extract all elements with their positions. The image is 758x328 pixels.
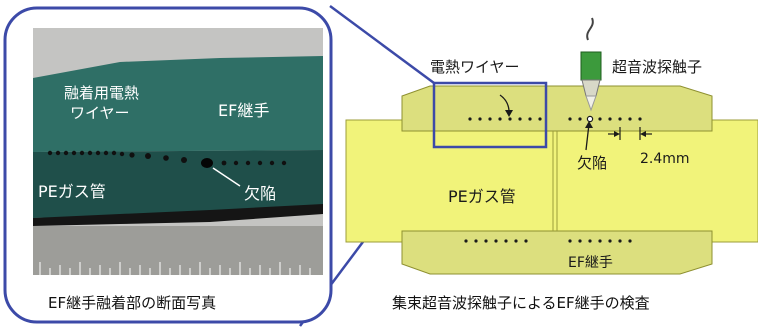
defect-arrow bbox=[585, 123, 590, 151]
diagram-defect bbox=[586, 115, 594, 123]
pipe-label: PEガス管 bbox=[448, 187, 516, 206]
photo-coupling bbox=[33, 56, 323, 152]
photo-defect bbox=[201, 158, 213, 168]
coupling-label: EF継手 bbox=[568, 255, 613, 271]
inspection-diagram bbox=[345, 17, 758, 275]
diagram-wire-dots-top bbox=[468, 117, 642, 121]
photo-wire-label-line1: 融着用電熱 bbox=[64, 84, 140, 102]
diagram-wire-dots-bottom bbox=[464, 239, 632, 243]
photo-defect-label: 欠陥 bbox=[244, 184, 277, 203]
dimension-label: 2.4mm bbox=[640, 151, 690, 167]
photo-wire-label-line2: ワイヤー bbox=[70, 104, 130, 122]
photo-pipe bbox=[33, 150, 323, 218]
photo-wire-dots bbox=[47, 150, 287, 166]
diagram-coupling-top bbox=[401, 85, 713, 132]
diagram-pipe bbox=[345, 119, 758, 243]
defect-label: 欠陥 bbox=[577, 154, 608, 172]
photo-caption: EF継手融着部の断面写真 bbox=[48, 294, 217, 312]
zoom-connector-top bbox=[329, 4, 435, 85]
cross-section-photo bbox=[33, 28, 323, 275]
diagram-caption: 集束超音波探触子によるEF継手の検査 bbox=[392, 294, 650, 312]
wire-label: 電熱ワイヤー bbox=[430, 58, 520, 76]
photo-pipe-label: PEガス管 bbox=[38, 182, 106, 201]
photo-coupling-label: EF継手 bbox=[218, 101, 270, 120]
ultrasonic-probe bbox=[580, 17, 602, 112]
diagram-coupling-bottom bbox=[401, 230, 713, 275]
zoom-box bbox=[432, 81, 548, 149]
probe-label: 超音波探触子 bbox=[612, 58, 703, 76]
photo-defect-arrow bbox=[212, 167, 241, 187]
